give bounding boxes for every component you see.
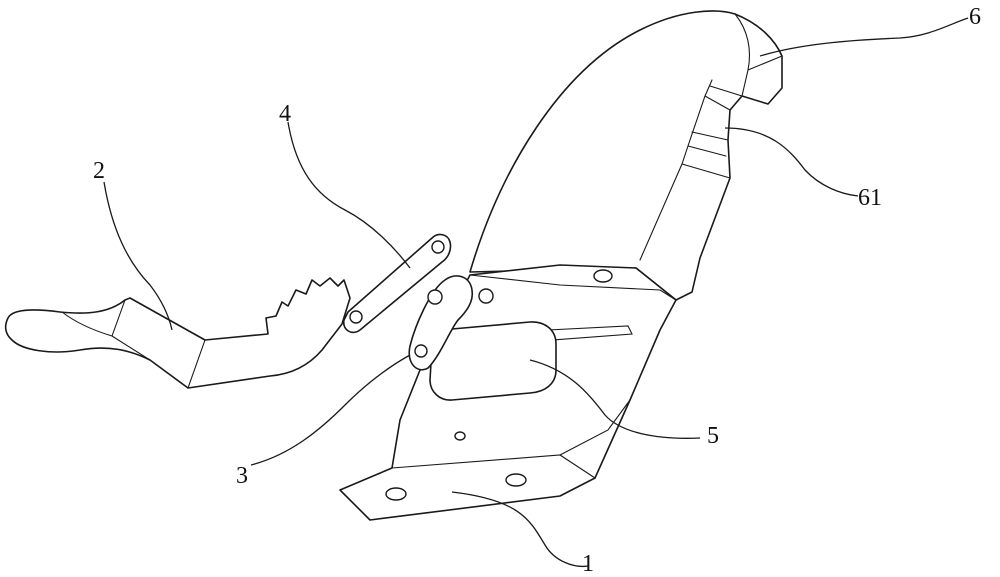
base-hole-left [386, 488, 406, 500]
link-3-hole-top [428, 290, 442, 304]
label-61: 61 [858, 185, 882, 211]
leader-line-4 [288, 122, 410, 268]
base-hole-center [455, 432, 465, 440]
label-2: 2 [93, 158, 105, 184]
bar-4-hole-top [432, 241, 444, 253]
part-2-lever [6, 278, 350, 388]
leader-line-61 [725, 128, 858, 196]
label-5: 5 [707, 423, 719, 449]
bar-4-hole-bottom [350, 311, 362, 323]
label-1: 1 [582, 551, 594, 577]
link-3-pin [479, 289, 493, 303]
label-6: 6 [969, 4, 981, 30]
link-3-hole-bottom [415, 345, 427, 357]
base-hole-right [506, 474, 526, 486]
leader-line-6 [760, 18, 968, 56]
label-4: 4 [279, 101, 291, 127]
label-3: 3 [236, 463, 248, 489]
base-hole-top [594, 270, 612, 282]
part-6-arm [470, 11, 782, 300]
